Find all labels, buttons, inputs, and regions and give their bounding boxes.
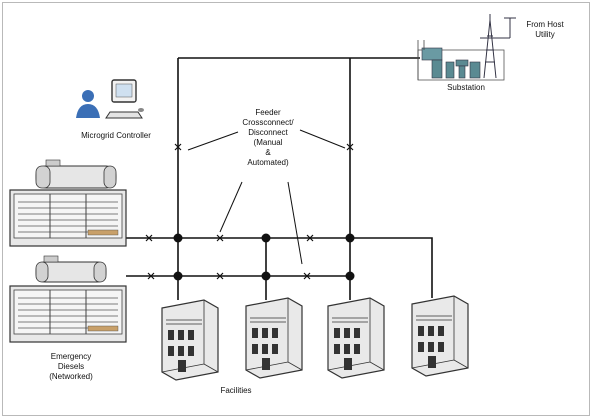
callout-line-right-bottom — [287, 181, 303, 265]
switch-x-icon — [147, 272, 155, 280]
switch-x-icon — [306, 234, 314, 242]
substation-label: Substation — [447, 83, 485, 92]
callout-line-right-top — [299, 129, 346, 149]
substation-icon — [417, 14, 516, 81]
facilities-label: Facilities — [220, 386, 252, 395]
from-host-utility-label: From Host Utility — [526, 20, 564, 39]
wiring — [126, 57, 433, 300]
switch-x-icon — [174, 143, 182, 151]
breaker-node-icon — [173, 233, 183, 243]
feeder-line-2: Crossconnect/ — [242, 118, 294, 127]
building-icon — [411, 295, 469, 377]
building-icon — [245, 297, 303, 379]
breakers — [173, 233, 355, 281]
breaker-node-icon — [345, 233, 355, 243]
feeder-crossconnect-label: Feeder Crossconnect/ Disconnect (Manual … — [226, 108, 310, 168]
breaker-node-icon — [261, 271, 271, 281]
feeder-line-3: Disconnect — [248, 128, 288, 137]
emergency-diesels-label: Emergency Diesels (Networked) — [36, 352, 106, 382]
breaker-node-icon — [261, 233, 271, 243]
switch-x-icon — [346, 143, 354, 151]
diesel-generator-icon — [9, 159, 127, 247]
emergency-line-1: Emergency — [50, 352, 92, 361]
breaker-node-icon — [173, 271, 183, 281]
upper-bus-line — [126, 237, 433, 298]
microgrid-controller-label: Microgrid Controller — [81, 131, 151, 140]
feeder-line-4: (Manual — [253, 138, 283, 147]
person-computer-icon — [76, 79, 144, 119]
emergency-line-3: (Networked) — [49, 372, 93, 381]
building-icon — [327, 297, 385, 379]
emergency-line-2: Diesels — [57, 362, 85, 371]
diesel-generator-icon — [9, 255, 127, 343]
switches — [145, 143, 354, 280]
switch-x-icon — [216, 234, 224, 242]
feeder-line-1: Feeder — [255, 108, 281, 117]
feeder-line-6: Automated) — [247, 158, 289, 167]
building-icon — [161, 299, 219, 381]
switch-x-icon — [145, 234, 153, 242]
feeder-line-5: & — [265, 148, 271, 157]
breaker-node-icon — [345, 271, 355, 281]
switch-x-icon — [303, 272, 311, 280]
callout-line-left-top — [187, 131, 239, 151]
switch-x-icon — [216, 272, 224, 280]
callout-line-left-bottom — [219, 181, 243, 233]
